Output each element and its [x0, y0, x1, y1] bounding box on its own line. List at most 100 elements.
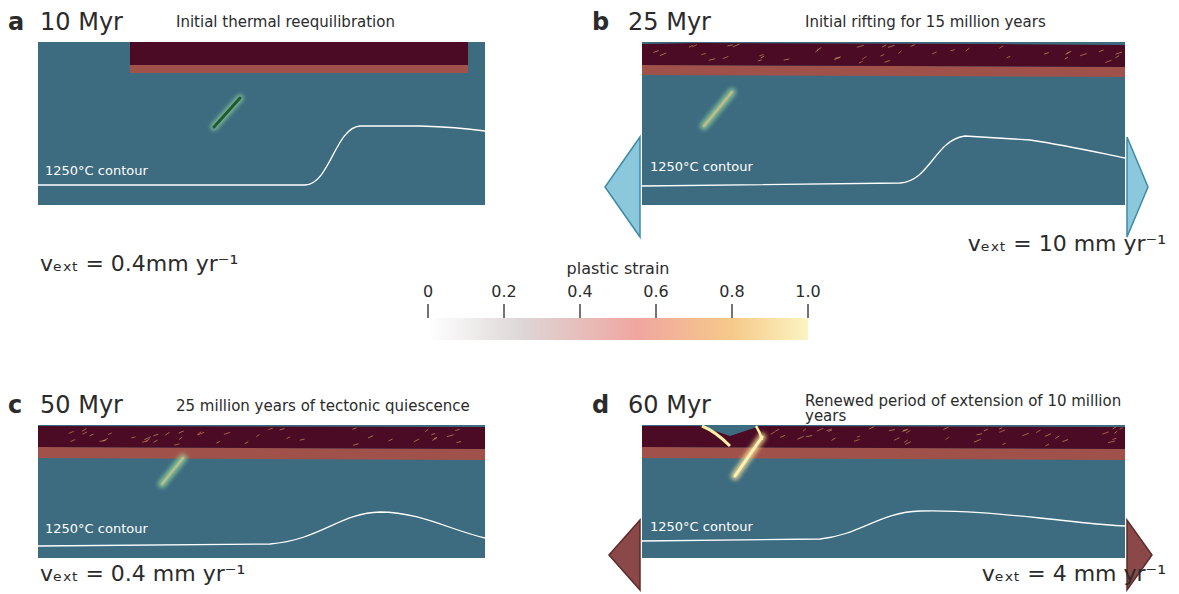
panel-letter: b: [592, 9, 609, 35]
strain-speckle: [425, 429, 428, 432]
strain-speckle: [82, 432, 87, 434]
strain-speckle: [456, 441, 461, 442]
strain-speckle: [760, 56, 764, 58]
strain-speckle: [455, 429, 459, 430]
strain-speckle: [1044, 53, 1049, 55]
strain-speckle: [898, 51, 901, 54]
strain-speckle: [999, 430, 1005, 432]
strain-speckle: [689, 46, 693, 48]
strain-speckle: [999, 428, 1002, 429]
strain-speckle: [1116, 56, 1120, 58]
strain-speckle: [831, 438, 835, 441]
strain-speckle: [880, 55, 883, 56]
extension-arrow: [605, 137, 640, 237]
colorbar-tick: 0.2: [491, 283, 516, 301]
strain-speckle: [806, 436, 812, 437]
strain-speckle: [984, 429, 988, 431]
panel-time: 50 Myr: [40, 392, 123, 418]
strain-speckle: [1116, 52, 1122, 54]
strain-speckle: [1062, 440, 1068, 442]
strain-speckle: [179, 431, 184, 433]
strain-speckle: [758, 60, 762, 61]
strain-speckle: [245, 442, 248, 444]
model-panel-b: [605, 42, 1148, 237]
strain-speckle: [414, 439, 419, 442]
strain-speckle: [352, 428, 356, 429]
strain-speckle: [1065, 57, 1068, 59]
strain-speckle: [854, 439, 860, 441]
strain-speckle: [1108, 441, 1115, 442]
strain-speckle: [300, 439, 305, 440]
strain-speckle: [903, 429, 908, 430]
model-panel-a: [38, 42, 485, 205]
strain-speckle: [431, 433, 435, 434]
strain-speckle: [857, 45, 864, 47]
panel-subtitle: 25 million years of tectonic quiescence: [176, 398, 470, 415]
strain-speckle: [256, 435, 259, 437]
strain-speckle: [1046, 444, 1049, 446]
strain-speckle: [1080, 54, 1087, 56]
strain-speckle: [1120, 428, 1123, 429]
strain-speckle: [1112, 438, 1116, 439]
strain-speckle: [889, 429, 895, 430]
strain-speckle: [82, 429, 87, 432]
strain-speckle: [862, 56, 866, 59]
strain-speckle: [974, 439, 981, 442]
strain-speckle: [869, 427, 874, 429]
strain-speckle: [166, 432, 170, 434]
strain-speckle: [692, 44, 697, 46]
strain-speckle: [797, 436, 803, 439]
velocity-label: vₑₓₜ = 0.4mm yr⁻¹: [40, 252, 238, 276]
strain-speckle: [759, 55, 763, 56]
velocity-label: vₑₓₜ = 0.4 mm yr⁻¹: [40, 562, 245, 586]
contour-label: 1250°C contour: [650, 520, 753, 534]
colorbar-tick: 0.8: [719, 283, 744, 301]
strain-speckle: [1099, 50, 1104, 52]
strain-speckle: [894, 438, 899, 441]
strain-speckle: [771, 432, 775, 435]
strain-speckle: [834, 58, 840, 60]
strain-speckle: [803, 429, 806, 431]
velocity-label: vₑₓₜ = 4 mm yr⁻¹: [982, 562, 1166, 586]
extension-arrow: [1127, 137, 1148, 237]
strain-speckle: [906, 430, 910, 433]
strain-speckle: [1045, 434, 1051, 437]
strain-speckle: [902, 430, 906, 432]
panel-time: 25 Myr: [628, 9, 711, 35]
strain-speckle: [1114, 431, 1117, 434]
strain-speckle: [197, 432, 204, 435]
colorbar-tick: 0.6: [643, 283, 668, 301]
model-panel-c: [38, 425, 485, 558]
panel-subtitle: Renewed period of extension of 10 millio…: [805, 394, 1165, 424]
strain-speckle: [904, 440, 908, 443]
panel-subtitle: Initial thermal reequilibration: [176, 14, 395, 31]
strain-speckle: [154, 440, 158, 442]
strain-speckle: [1022, 433, 1028, 435]
strain-speckle: [884, 60, 890, 62]
extension-arrow: [609, 520, 640, 590]
strain-speckle: [174, 444, 179, 445]
contour-label: 1250°C contour: [45, 522, 148, 536]
strain-speckle: [287, 437, 290, 439]
strain-speckle: [932, 52, 937, 54]
strain-speckle: [727, 45, 732, 46]
strain-speckle: [224, 432, 230, 434]
strain-speckle: [153, 434, 158, 436]
strain-speckle: [432, 438, 436, 440]
velocity-label: vₑₓₜ = 10 mm yr⁻¹: [968, 232, 1166, 256]
contour-label: 1250°C contour: [45, 164, 148, 178]
strain-speckle: [90, 434, 94, 436]
strain-speckle: [723, 56, 729, 58]
strain-speckle: [905, 442, 911, 445]
strain-speckle: [999, 46, 1003, 49]
strain-speckle: [859, 61, 863, 63]
panel-time: 10 Myr: [40, 9, 123, 35]
strain-speckle: [882, 45, 886, 47]
strain-speckle: [653, 51, 658, 53]
strain-speckle: [701, 54, 706, 55]
strain-speckle: [709, 59, 716, 61]
strain-speckle: [447, 435, 453, 437]
strain-speckle: [977, 434, 983, 435]
strain-speckle: [950, 50, 954, 51]
strain-speckle: [70, 439, 75, 441]
